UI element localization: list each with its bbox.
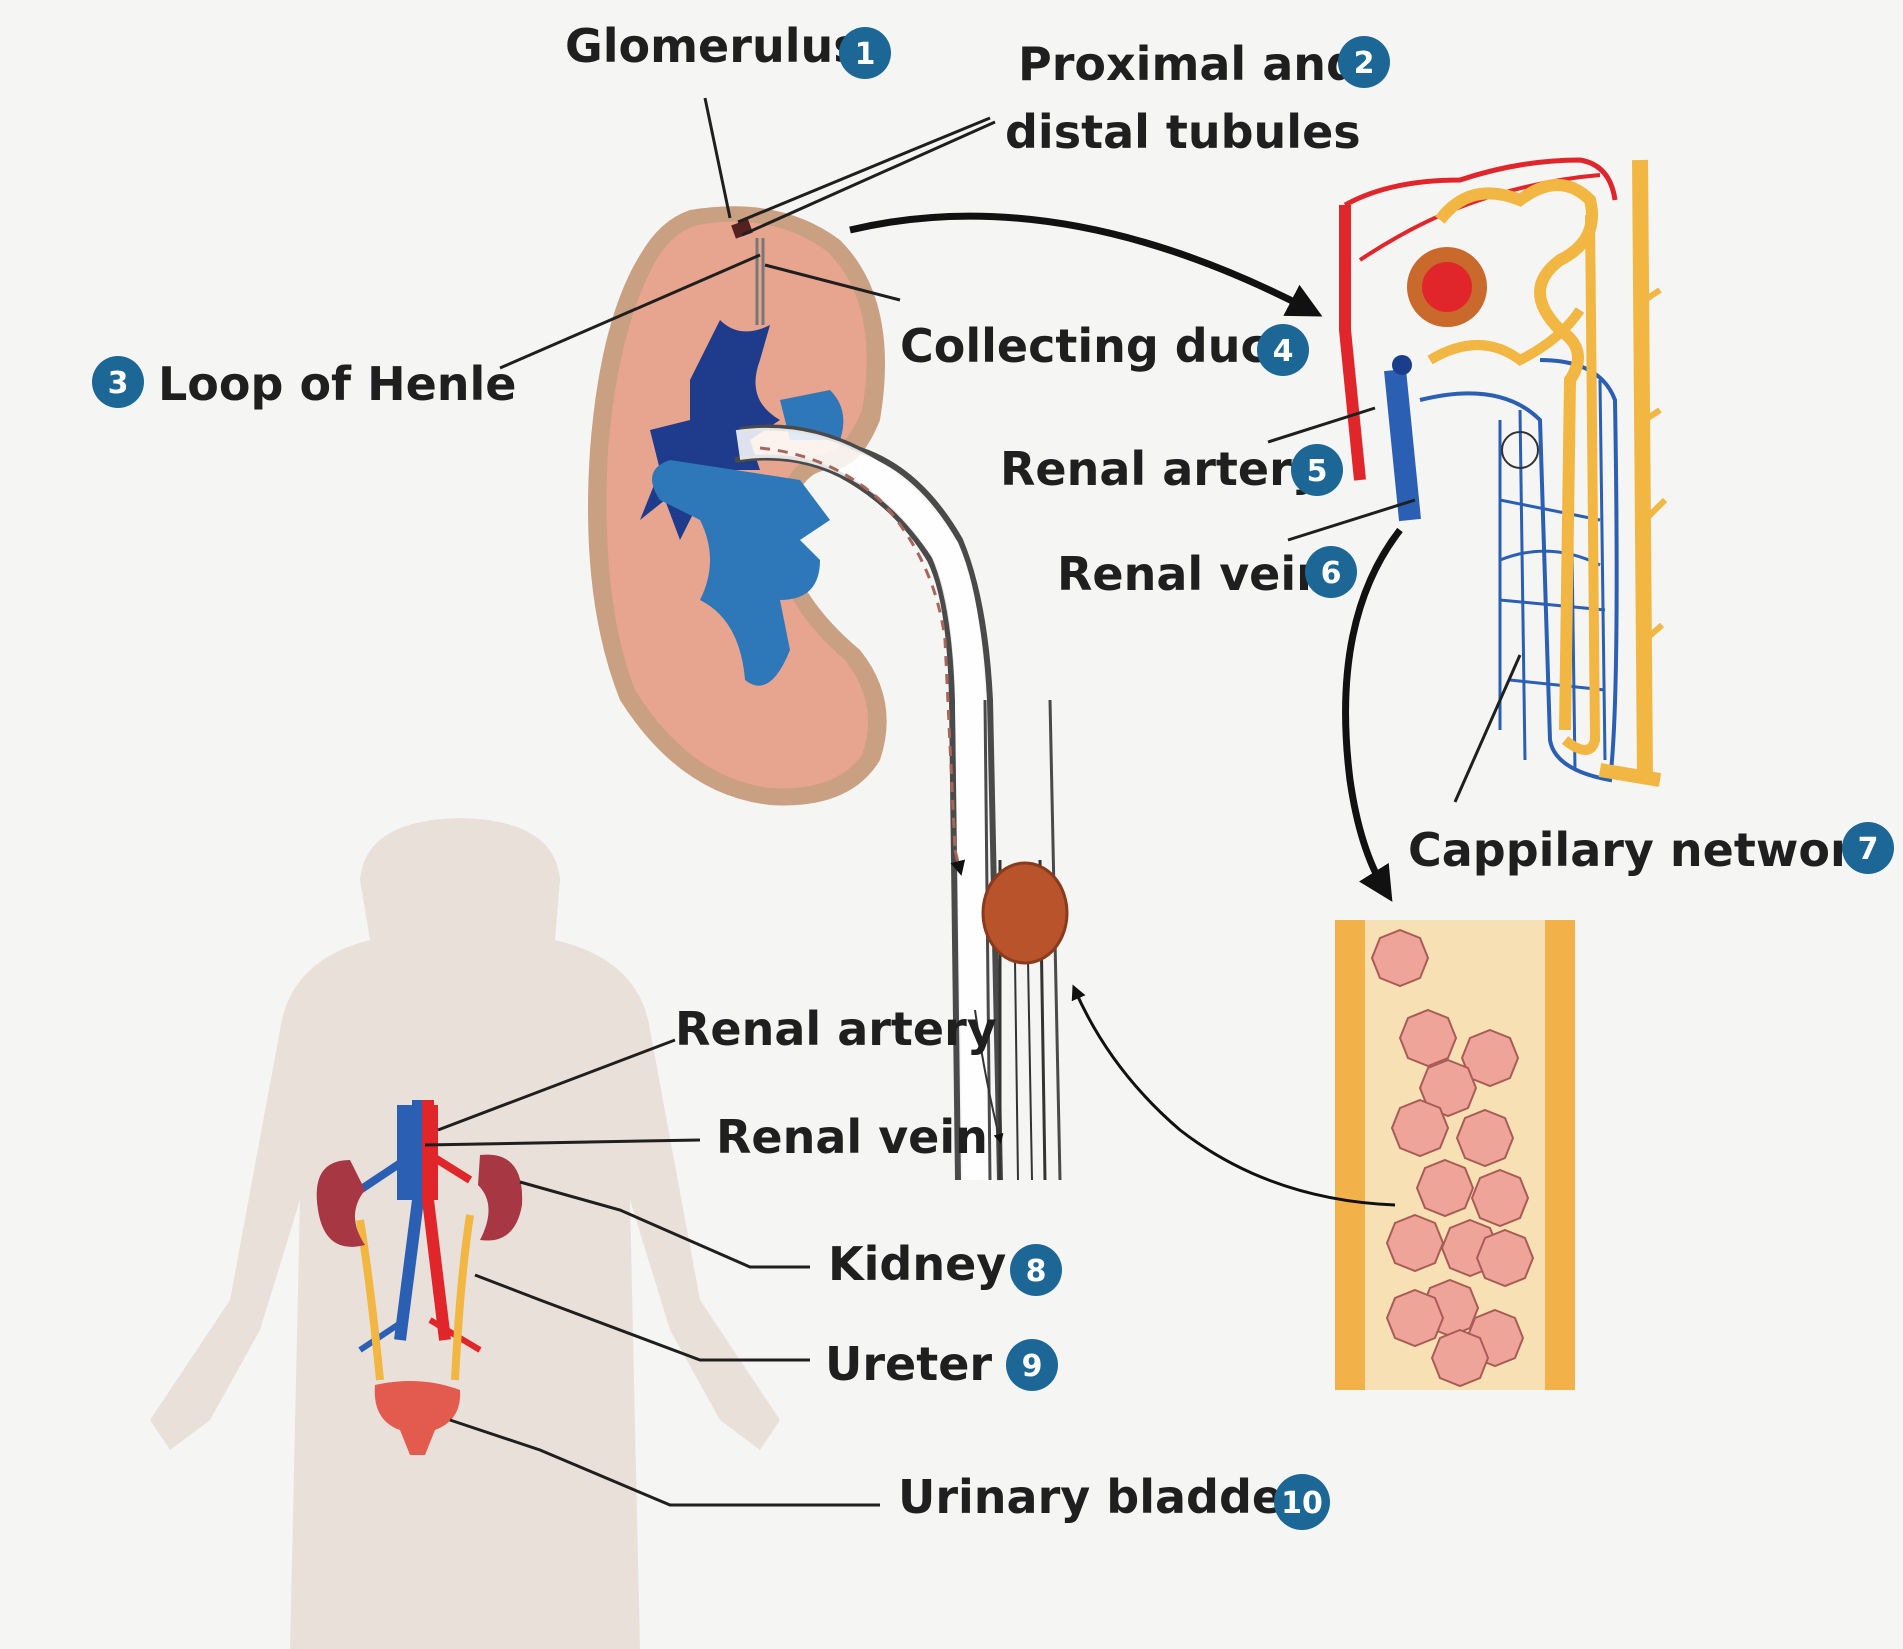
badge-3-number: 3 (108, 366, 129, 401)
badge-9-number: 9 (1022, 1349, 1043, 1384)
arrow-kidney-to-nephron (850, 216, 1310, 310)
badge-8-number: 8 (1026, 1254, 1047, 1289)
label-urinary-bladder: Urinary bladder (898, 1470, 1306, 1524)
label-capillary-network: Cappilary network (1408, 823, 1885, 877)
label-tubules-line1: Proximal and (1018, 37, 1359, 91)
label-renal-vein-body: Renal vein (716, 1110, 988, 1164)
label-kidney: Kidney (828, 1237, 1006, 1291)
badge-4-number: 4 (1273, 334, 1294, 369)
badge-6-number: 6 (1321, 556, 1342, 591)
badge-1-number: 1 (855, 37, 876, 72)
label-loop-of-henle: Loop of Henle (158, 357, 517, 411)
label-tubules-line2: distal tubules (1005, 105, 1361, 159)
label-renal-vein-top: Renal vein (1057, 547, 1329, 601)
blood-vessel-cross-section (1335, 920, 1575, 1390)
badge-2-number: 2 (1354, 46, 1375, 81)
badge-5-number: 5 (1307, 454, 1328, 489)
kidney-stone (983, 863, 1067, 963)
label-renal-artery-body: Renal artery (675, 1002, 997, 1056)
label-ureter: Ureter (825, 1337, 992, 1391)
label-renal-artery-top: Renal artery (1000, 442, 1322, 496)
label-collecting-duct: Collecting duct (900, 319, 1290, 373)
badge-7-number: 7 (1858, 832, 1879, 867)
badge-10-number: 10 (1281, 1486, 1323, 1521)
label-glomerulus: Glomerulus (565, 19, 861, 73)
